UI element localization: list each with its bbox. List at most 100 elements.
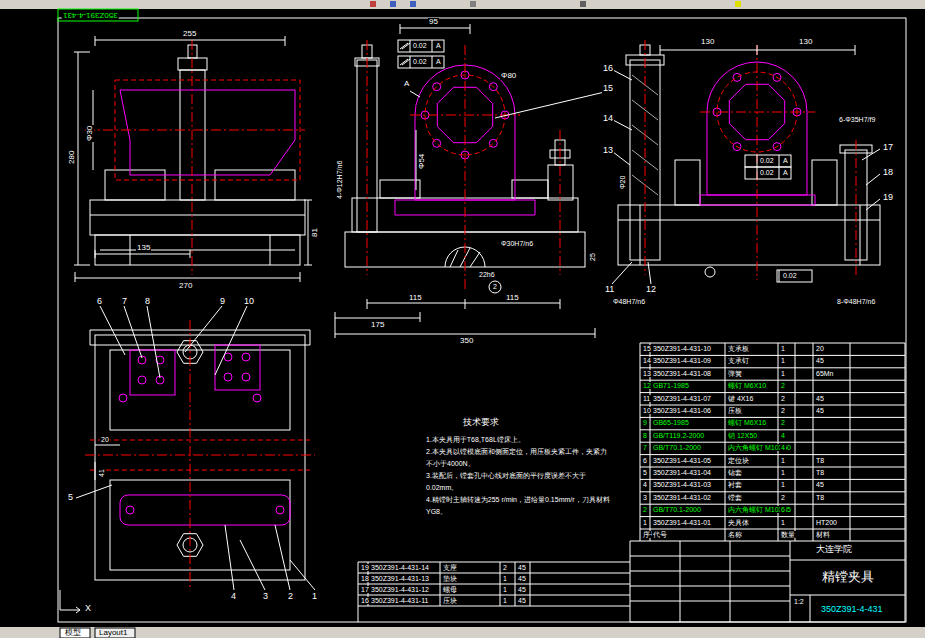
notes-heading: 技术要求 [462, 418, 500, 427]
table-cell: 螺钉 M6X10 [727, 382, 767, 389]
table-cell: 45 [517, 564, 527, 571]
dimension: 280 [68, 150, 76, 165]
callout-number: 3 [262, 592, 269, 601]
plan-view [110, 480, 290, 570]
table-cell: 夹具体 [727, 519, 750, 526]
plan-view [242, 373, 250, 381]
table-cell: 350Z391-4-431-04 [652, 469, 712, 476]
dimension: 8-Φ48H7/n6 [836, 298, 876, 305]
table-cell: 350Z391-4-431-12 [370, 586, 430, 593]
dimension: 20 [100, 436, 110, 443]
table-cell: 20 [815, 345, 825, 352]
section-view [645, 40, 856, 280]
tolerance-value: 0.02 [412, 58, 428, 65]
dimension: Φ20 [619, 175, 626, 190]
table-cell: GB71-1985 [652, 382, 690, 389]
plan-view [119, 353, 284, 514]
callout-number: 7 [121, 297, 128, 306]
table-cell: 1 [780, 519, 786, 526]
table-cell: 45 [815, 395, 825, 402]
table-cell: 4 [780, 444, 786, 451]
plan-view [76, 306, 315, 590]
plan-view [224, 373, 232, 381]
callout-number: 6 [96, 297, 103, 306]
table-header: 材料 [815, 531, 831, 538]
callout-number: 12 [645, 285, 657, 294]
callout-number: 10 [243, 297, 255, 306]
table-cell: 2 [780, 395, 786, 402]
school-name: 大连学院 [815, 545, 853, 554]
dimension: 135 [136, 244, 151, 252]
section-view [745, 167, 791, 179]
section-view [675, 160, 700, 205]
table-cell: 1 [642, 519, 648, 526]
table-cell: GB/T70.1-2000 [652, 506, 702, 513]
table-cell: 14 [642, 357, 652, 364]
cad-toolbar [410, 1, 416, 7]
table-cell: 1 [780, 457, 786, 464]
table-cell: 45 [517, 575, 527, 582]
table-cell: 压板 [727, 407, 743, 414]
dimension: Φ48H7/n6 [612, 298, 646, 305]
cad-toolbar [580, 1, 586, 7]
table-cell: 350Z391-4-431-10 [652, 345, 712, 352]
plan-view [95, 335, 305, 580]
callout-number: 5 [67, 493, 74, 502]
tolerance-value: 0.02 [759, 169, 775, 176]
table-cell: 350Z391-4-431-13 [370, 575, 430, 582]
table-cell: 衬套 [727, 481, 743, 488]
drawing-title: 精镗夹具 [821, 570, 875, 583]
table-cell: 1 [502, 575, 508, 582]
table-cell: 钻套 [727, 469, 743, 476]
callout-number: 17 [882, 143, 894, 152]
table-cell: 5 [642, 469, 648, 476]
side-view [398, 56, 444, 68]
callout-number: 18 [882, 168, 894, 177]
drawing-frame [58, 18, 906, 622]
table-cell: 350Z391-4-431-11 [370, 597, 429, 604]
dimension: 6-Φ35H7/f9 [838, 116, 876, 123]
side-view [335, 24, 595, 338]
table-cell: 45 [815, 407, 825, 414]
axis-letter: X [84, 604, 92, 613]
table-cell: 350Z391-4-431-06 [652, 407, 712, 414]
tolerance-value: 0.02 [782, 272, 798, 279]
table-cell: 1 [780, 469, 786, 476]
table-cell: 15 [642, 345, 652, 352]
dimension: 175 [370, 321, 385, 329]
layout-tabs [95, 628, 135, 638]
note-text: 4.精镗时主轴转速为255 r/min，进给量0.15mm/r，刀具材料YG8。 [425, 494, 612, 518]
plan-view [276, 506, 284, 514]
table-cell: 8 [642, 432, 648, 439]
table-cell: 45 [815, 481, 825, 488]
table-cell: 17 [360, 586, 370, 593]
dimension: Φ54 [418, 153, 426, 170]
table-cell: 1 [780, 370, 786, 377]
section-view [757, 155, 779, 282]
dimension: 130 [700, 38, 715, 46]
front-view [120, 90, 295, 175]
front-view [85, 40, 305, 275]
table-cell: 11 [642, 395, 651, 402]
section-view [733, 73, 741, 81]
callout-number: 4 [230, 592, 237, 601]
section-view [777, 270, 812, 282]
dimension: Φ80 [500, 72, 517, 80]
table-cell: 45 [815, 357, 825, 364]
plan-view [126, 506, 134, 514]
section-view [745, 155, 791, 167]
plan-view [253, 394, 261, 402]
table-cell: 16 [360, 597, 370, 604]
table-cell: T8 [815, 457, 825, 464]
front-view [74, 36, 312, 282]
table-cell: 压块 [442, 597, 458, 604]
table-cell: 6 [780, 506, 786, 513]
callout-number: 15 [602, 84, 614, 93]
section-view [495, 70, 880, 284]
drawing-number: 350Z391-4-431 [820, 605, 884, 614]
callout-number: 8 [144, 297, 151, 306]
ucs-icon [60, 590, 80, 613]
section-view [495, 40, 880, 284]
datum-letter: A [435, 42, 442, 49]
table-cell: T8 [815, 494, 825, 501]
